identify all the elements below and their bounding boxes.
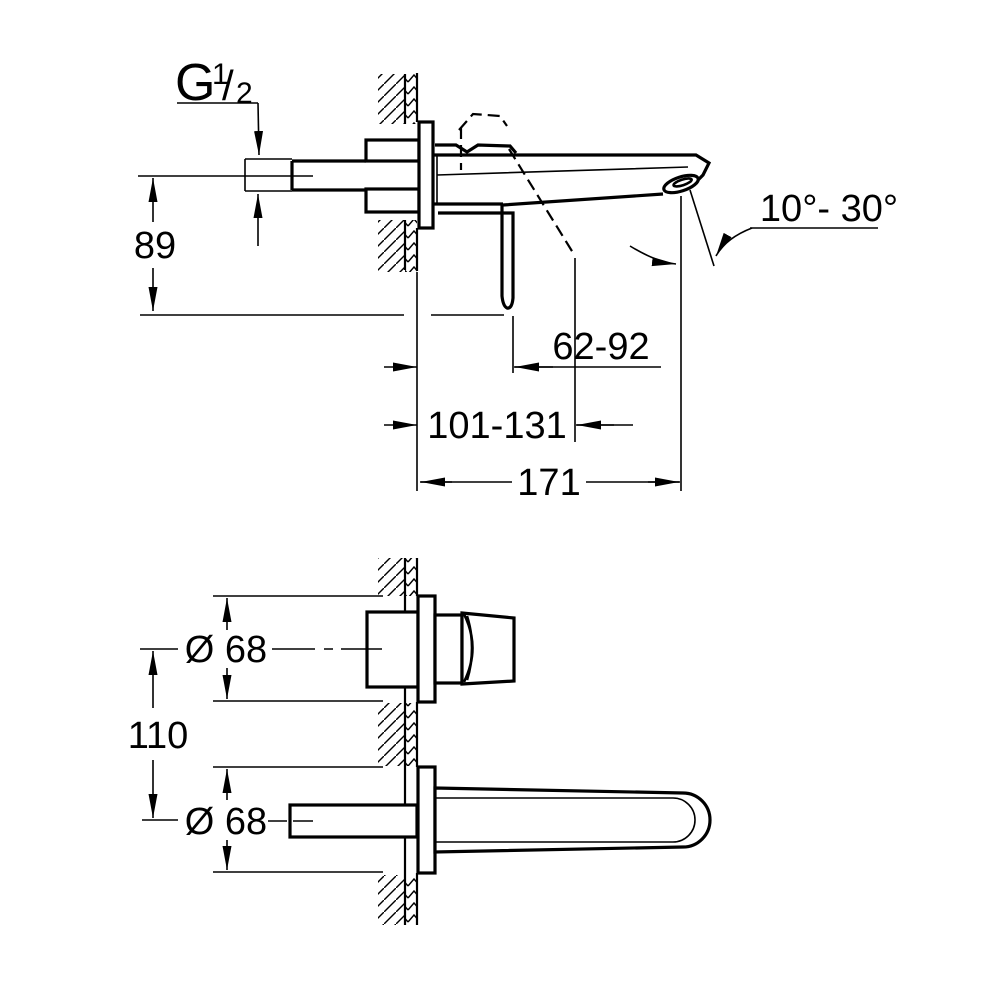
handle-knob-side — [435, 143, 518, 155]
dim-dia-top: Ø 68 — [185, 595, 383, 702]
supply-pipe-thin-end — [244, 158, 292, 192]
dim-angle: 10°- 30° — [715, 188, 898, 257]
dim-thread: G 1 / 2 — [175, 54, 264, 246]
dim-angle-label: 10°- 30° — [760, 188, 898, 230]
handle-neck — [433, 613, 464, 685]
angle-arc — [629, 245, 677, 267]
lever-swing-dashed — [458, 112, 576, 257]
wall-section-front-view — [378, 558, 419, 925]
lever-blade — [500, 211, 515, 310]
handle-grip — [460, 611, 516, 686]
spout-unit-front — [268, 765, 712, 875]
aerator — [662, 173, 700, 195]
escutcheon-top — [416, 594, 437, 704]
dim-dia-bottom-label: Ø 68 — [185, 801, 267, 843]
dim-89-label: 89 — [134, 225, 176, 267]
dim-171: 171 — [416, 272, 680, 504]
thread-label-denominator: 2 — [236, 77, 253, 110]
dim-89: 89 — [134, 175, 504, 316]
spout-inner-line — [435, 797, 696, 843]
dim-110-label: 110 — [128, 715, 189, 757]
thread-label-slash: / — [222, 62, 234, 109]
stream-angle-lines — [629, 189, 715, 491]
handle-grip-curve — [462, 613, 474, 683]
spout-side-view — [433, 143, 712, 310]
escutcheon-side — [417, 120, 435, 230]
spout-outline — [433, 786, 712, 854]
thread-label-g: G — [175, 54, 215, 112]
dim-62-92: 62-92 — [384, 316, 661, 373]
stream-line-angled — [689, 189, 715, 267]
dim-62-92-label: 62-92 — [552, 326, 649, 368]
escutcheon-bottom — [416, 765, 437, 875]
dim-dia-bottom: Ø 68 — [185, 766, 383, 873]
dim-101-131-label: 101-131 — [427, 405, 566, 447]
dim-110: 110 — [128, 648, 189, 821]
wall-section-side-view — [378, 73, 419, 272]
dim-171-label: 171 — [517, 462, 580, 504]
dim-101-131: 101-131 — [384, 258, 633, 447]
thread-label-numerator: 1 — [212, 58, 229, 91]
handle-unit-front — [365, 594, 516, 704]
dim-dia-top-label: Ø 68 — [185, 629, 267, 671]
